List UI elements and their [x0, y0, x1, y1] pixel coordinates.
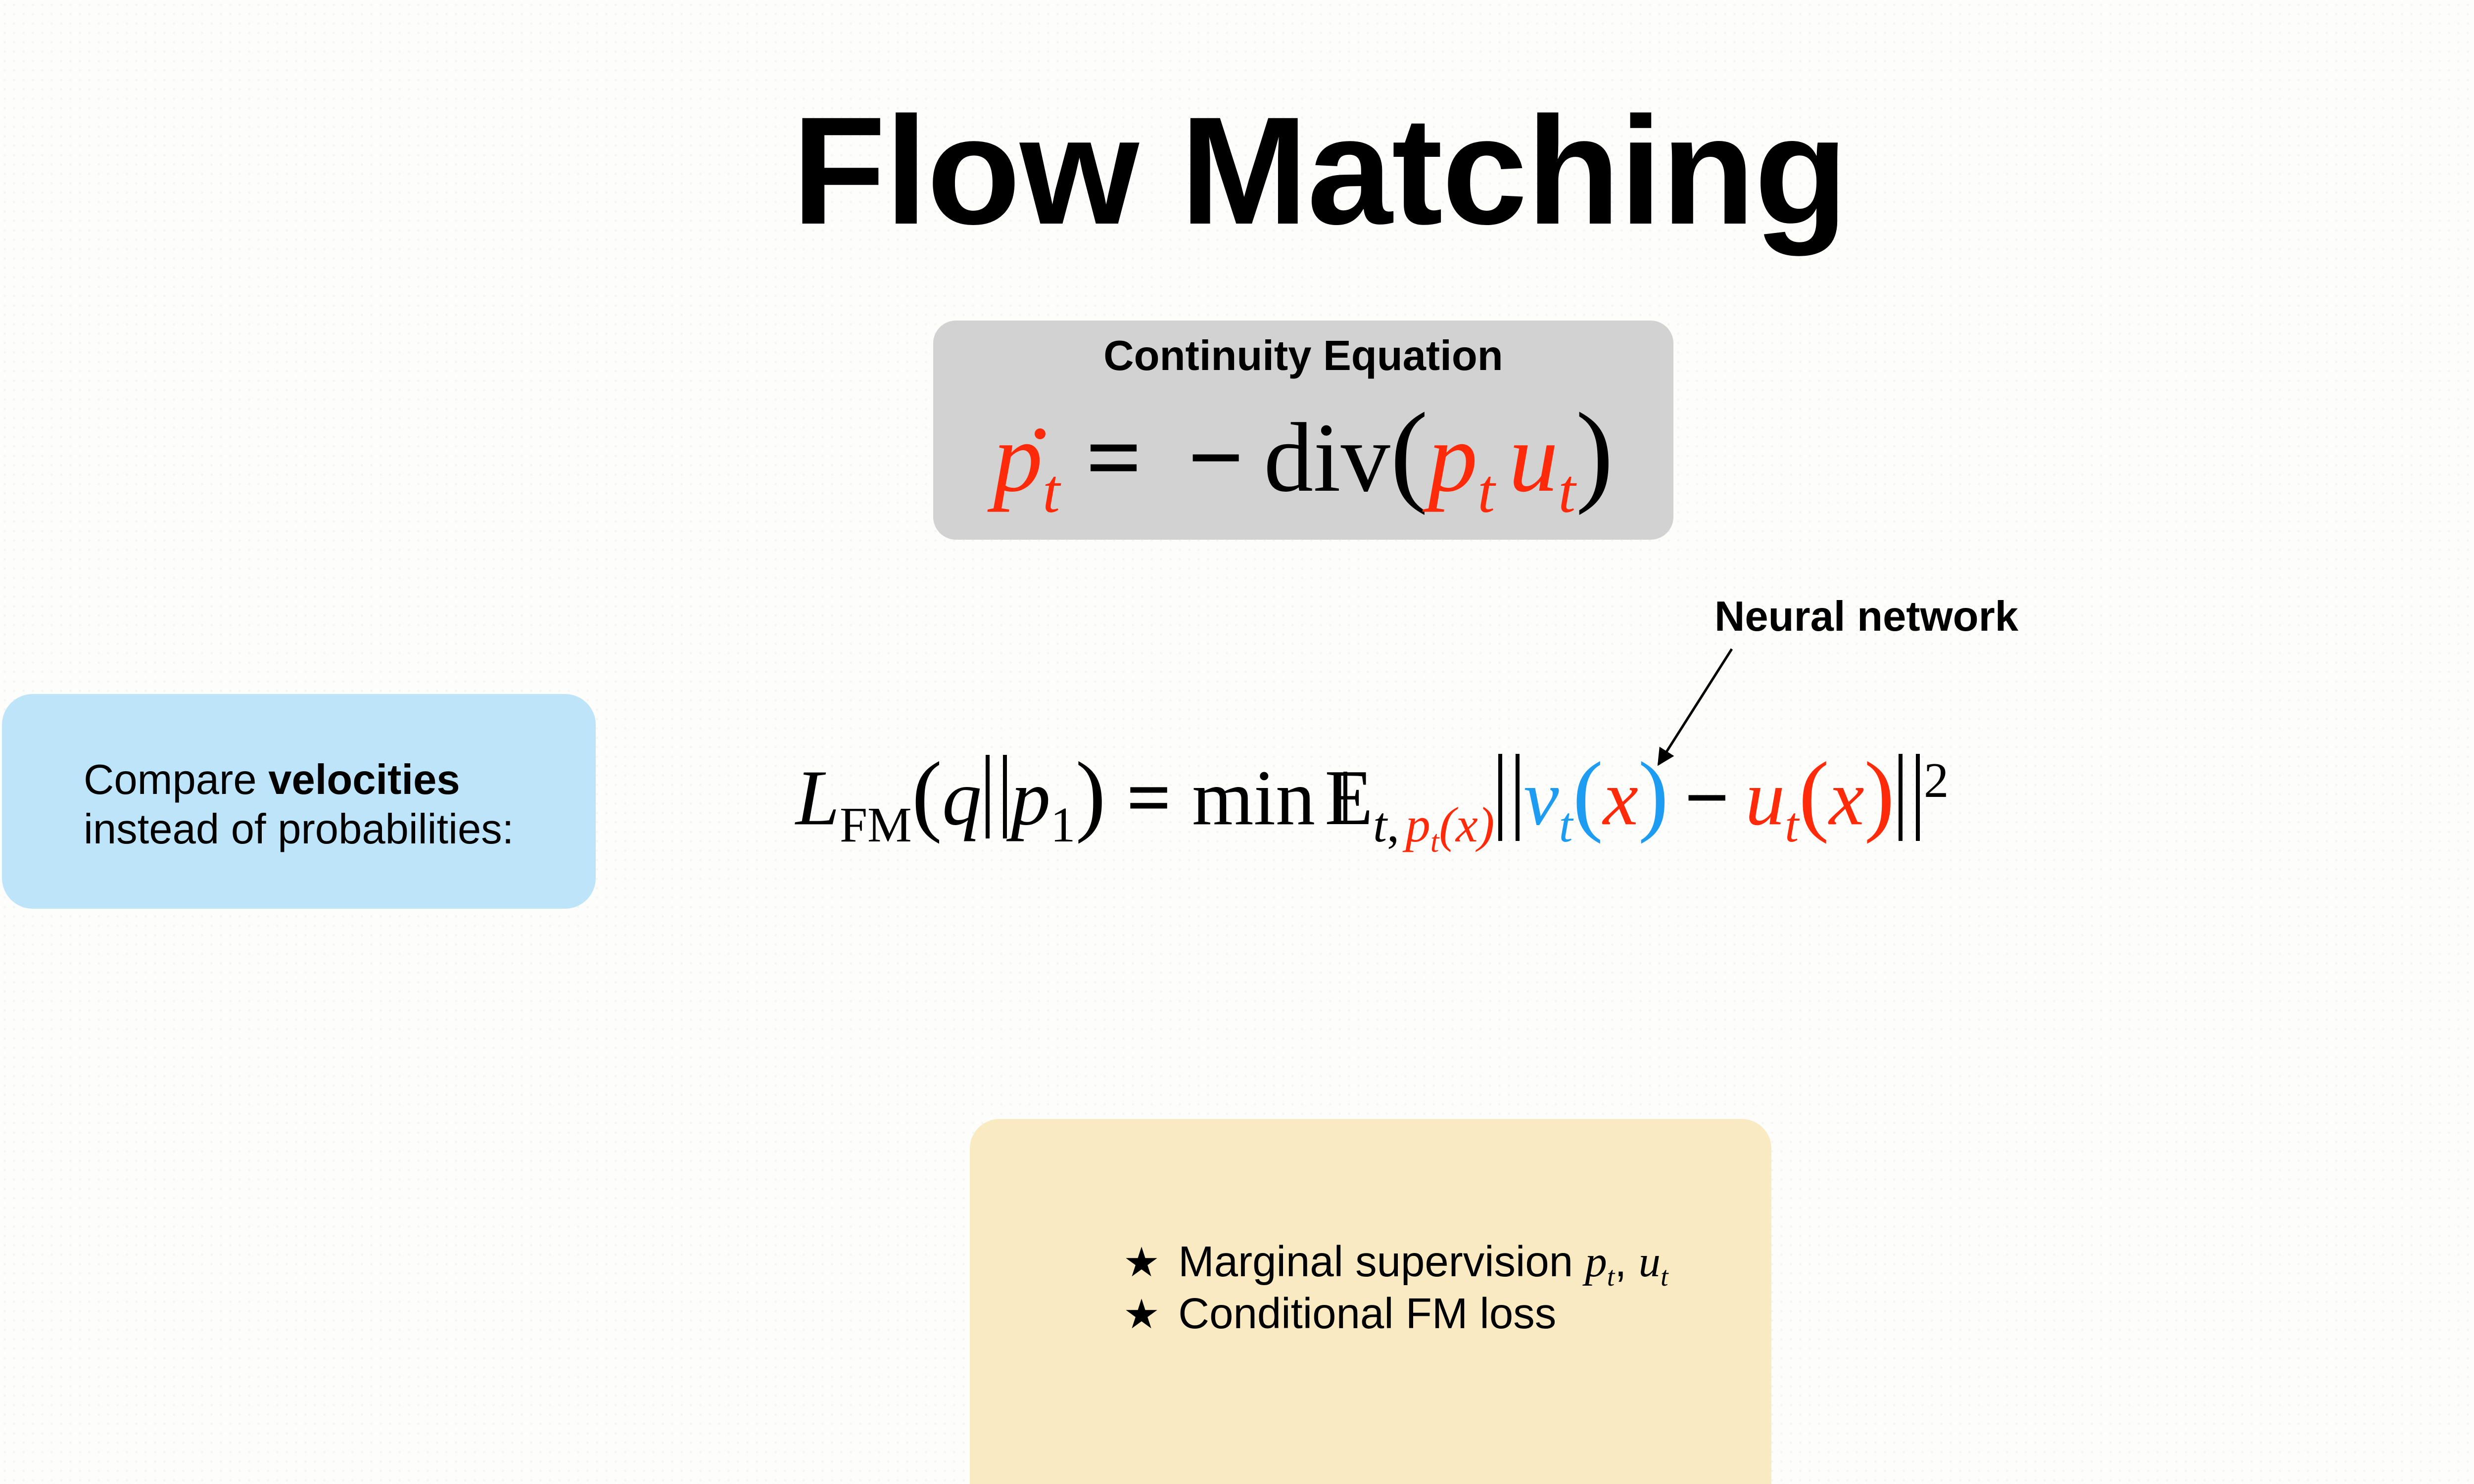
expectation-symbol: E [1325, 753, 1374, 842]
velocity-network-term: v [1523, 753, 1559, 842]
open-paren: ( [1390, 389, 1428, 515]
target-velocity-term: u [1745, 753, 1785, 842]
compare-velocities-text: Compare velocities instead of probabilit… [84, 755, 514, 854]
compare-line1-regular: Compare [84, 756, 269, 803]
neural-network-arrow [1657, 648, 1733, 766]
squared-exponent: 2 [1924, 752, 1949, 808]
fm-subscript: FM [839, 796, 912, 852]
continuity-equation-heading: Continuity Equation [1103, 332, 1503, 379]
close-paren: ) [1575, 389, 1614, 515]
star-bullet-icon: ★ [1123, 1291, 1160, 1338]
star-bullet-icon: ★ [1123, 1239, 1160, 1286]
minus-sign: − [1188, 403, 1244, 512]
equals-sign: = [1086, 403, 1142, 512]
compare-line2: instead of probabilities: [84, 806, 514, 853]
page-title: Flow Matching [792, 85, 1848, 256]
neural-network-label: Neural network [1714, 593, 2019, 640]
u-term: u [1509, 403, 1559, 512]
bullet-conditional-fm-loss: ★Conditional FM loss [1123, 1290, 1557, 1338]
norm-bars [1498, 754, 1520, 841]
compare-velocities-box [2, 694, 596, 909]
compare-line1-bold: velocities [268, 756, 460, 803]
notes-box [970, 1119, 1771, 1484]
bullet-marginal-supervision: ★Marginal supervision pt, ut [1123, 1238, 1668, 1292]
continuity-equation-box [933, 321, 1673, 540]
min-operator: min [1192, 753, 1316, 842]
ut-symbol: ut [1638, 1238, 1668, 1292]
blackboard-stroke [1343, 772, 1347, 825]
minus-sign: − [1684, 753, 1730, 842]
p-dot-term: p [993, 403, 1046, 512]
p-term: p [1428, 403, 1478, 512]
div-operator: div [1264, 403, 1390, 512]
loss-symbol: L [796, 753, 840, 842]
equals-sign: = [1126, 753, 1172, 842]
norm-bars [985, 754, 1007, 839]
pt-symbol: pt [1585, 1238, 1615, 1292]
norm-bars [1898, 754, 1920, 841]
pt-x-subscript: pt(x) [1405, 796, 1495, 859]
